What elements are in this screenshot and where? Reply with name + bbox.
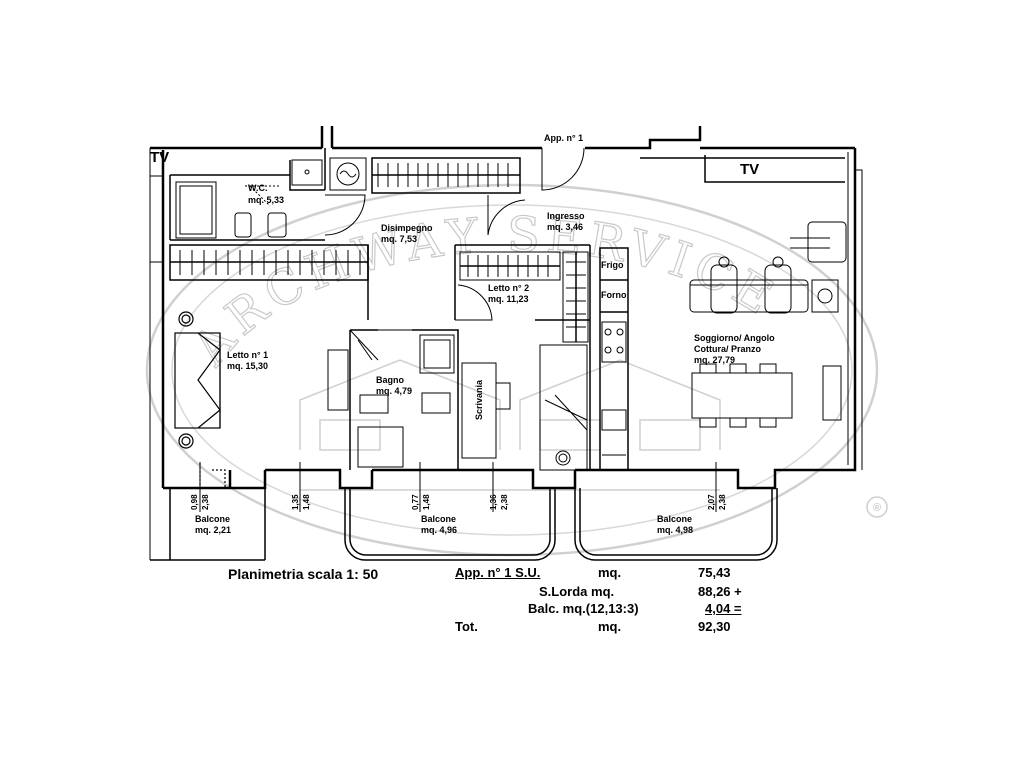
bidet-icon <box>267 212 287 238</box>
letto-2-furniture <box>461 344 588 471</box>
room-ingresso-label: Ingresso mq. 3,46 <box>547 211 585 232</box>
summary-row-3-label: Balc. mq.(12,13:3) <box>528 601 639 616</box>
svg-text:Balcone: Balcone <box>195 514 230 524</box>
summary-row-2-value: 88,26 + <box>698 584 742 599</box>
balconies <box>150 488 778 561</box>
speaker-icon <box>811 279 839 313</box>
room-letto-2-label: Letto n° 2 mq. 11,23 <box>488 283 529 304</box>
boiler-icon <box>329 157 367 191</box>
tv-armchair-icon <box>807 221 847 263</box>
svg-text:mq. 27,79: mq. 27,79 <box>694 355 735 365</box>
svg-text:mq. 11,23: mq. 11,23 <box>488 294 529 304</box>
svg-text:mq. 2,21: mq. 2,21 <box>195 525 231 535</box>
bath-shower-icon <box>357 426 404 468</box>
kitchen-sink-icon <box>601 409 627 431</box>
summary-row-4-unit: mq. <box>598 619 622 634</box>
desk-icon <box>461 362 497 459</box>
svg-text:Balcone: Balcone <box>421 514 456 524</box>
summary-row-4-label: Tot. <box>455 619 478 634</box>
svg-text:Letto n° 2: Letto n° 2 <box>488 283 529 293</box>
dimension-ticks <box>199 462 717 512</box>
washer-icon <box>327 349 349 411</box>
sink-icon <box>291 159 323 186</box>
watermark-house <box>299 359 721 491</box>
closet-hangers <box>170 163 589 343</box>
doors <box>324 147 585 361</box>
plan-title: Planimetria scala 1: 50 <box>228 566 379 582</box>
balcone-3-label: Balcone mq. 4,98 <box>657 514 693 535</box>
summary-row-4-value: 92,30 <box>698 619 731 634</box>
summary-row-3-value: 4,04 = <box>705 601 742 616</box>
tv-label-right: TV <box>740 161 759 178</box>
room-wc-label: W.C. mq. 5,33 <box>248 183 284 205</box>
svg-text:2,38: 2,38 <box>718 494 727 510</box>
summary-row-1-label: App. n° 1 S.U. <box>455 565 541 580</box>
exterior-walls <box>149 126 863 560</box>
chair-icon <box>495 382 511 410</box>
bed-icon <box>539 344 588 471</box>
svg-text:®: ® <box>873 502 881 514</box>
svg-text:mq. 15,30: mq. 15,30 <box>227 361 268 371</box>
svg-text:1,48: 1,48 <box>422 494 431 510</box>
stove-icon <box>601 321 627 363</box>
bath-toilet-icon <box>421 392 451 414</box>
armchair-person-icon-2 <box>764 264 792 314</box>
svg-text:1,35: 1,35 <box>291 494 300 510</box>
balcone-2-label: Balcone mq. 4,96 <box>421 514 457 535</box>
svg-text:2,38: 2,38 <box>500 494 509 510</box>
room-letto-1-label: Letto n° 1 mq. 15,30 <box>227 350 268 371</box>
scrivania-label: Scrivania <box>474 379 484 420</box>
interior-walls <box>169 148 845 471</box>
svg-text:1,36: 1,36 <box>489 494 498 510</box>
wc-fixtures <box>175 157 367 239</box>
svg-text:Disimpegno: Disimpegno <box>381 223 433 233</box>
forno-label: Forno <box>601 290 627 300</box>
svg-text:0,98: 0,98 <box>190 494 199 510</box>
svg-text:Balcone: Balcone <box>657 514 692 524</box>
frigo-label: Frigo <box>601 260 624 270</box>
toilet-icon <box>234 212 252 238</box>
svg-text:mq. 4,96: mq. 4,96 <box>421 525 457 535</box>
svg-text:1,48: 1,48 <box>302 494 311 510</box>
svg-text:mq. 4,98: mq. 4,98 <box>657 525 693 535</box>
kitchen-appliances <box>601 321 627 456</box>
bath-bidet-icon <box>359 394 389 414</box>
tv-label-left: TV <box>150 149 169 166</box>
room-disimpegno-label: Disimpegno mq. 7,53 <box>381 223 433 244</box>
apartment-label: App. n° 1 <box>544 133 583 143</box>
svg-text:mq. 4,79: mq. 4,79 <box>376 386 412 396</box>
svg-text:Letto n° 1: Letto n° 1 <box>227 350 268 360</box>
sideboard-icon <box>822 365 842 421</box>
svg-text:W.C.: W.C. <box>248 183 268 193</box>
svg-text:Ingresso: Ingresso <box>547 211 585 221</box>
svg-text:Bagno: Bagno <box>376 375 405 385</box>
svg-text:mq. 5,33: mq. 5,33 <box>248 195 284 205</box>
room-bagno-label: Bagno mq. 4,79 <box>376 375 412 396</box>
bagno-fixtures <box>327 334 455 468</box>
summary-row-1-value: 75,43 <box>698 565 731 580</box>
svg-text:2,07: 2,07 <box>707 494 716 510</box>
dimension-labels: 0,98 2,38 1,35 1,48 0,77 1,48 1,36 2,38 … <box>190 494 727 510</box>
room-soggiorno-label: Soggiorno/ Angolo Cottura/ Pranzo mq. 27… <box>694 333 775 365</box>
shower-icon <box>175 181 217 239</box>
summary-row-2-label: S.Lorda mq. <box>539 584 615 599</box>
svg-text:mq. 3,46: mq. 3,46 <box>547 222 583 232</box>
sofa-icon <box>689 279 809 313</box>
svg-text:mq. 7,53: mq. 7,53 <box>381 234 417 244</box>
svg-text:2,38: 2,38 <box>201 494 210 510</box>
living-furniture <box>689 221 847 428</box>
balcone-1-label: Balcone mq. 2,21 <box>195 514 231 535</box>
summary-row-1-unit: mq. <box>598 565 622 580</box>
svg-text:Soggiorno/ Angolo: Soggiorno/ Angolo <box>694 333 775 343</box>
registered-mark: ® <box>866 496 888 518</box>
svg-text:Cottura/ Pranzo: Cottura/ Pranzo <box>694 344 762 354</box>
svg-text:0,77: 0,77 <box>411 494 420 510</box>
armchair-person-icon <box>710 264 738 314</box>
bath-sink-icon <box>419 334 455 374</box>
